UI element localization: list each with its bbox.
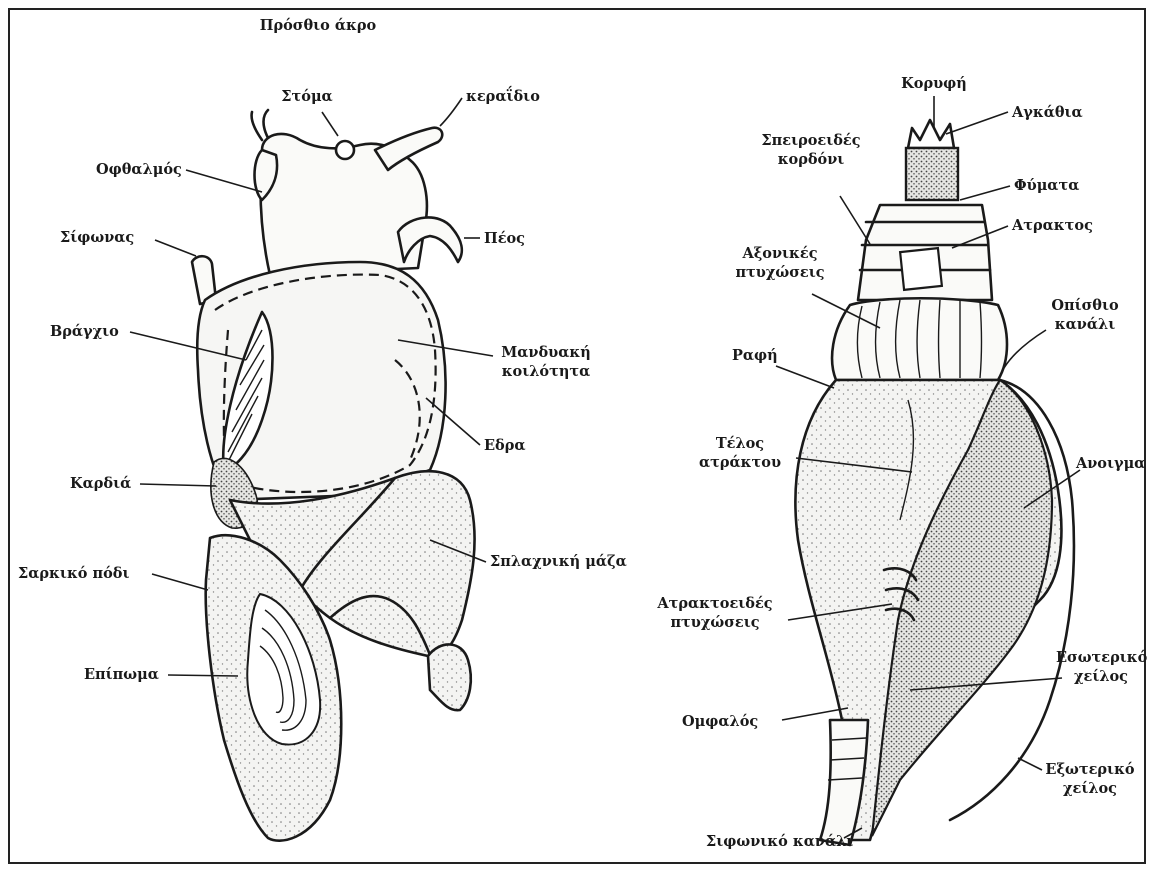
- label-umbilicus: Ομφαλός: [682, 712, 758, 731]
- label-gill: Βράγχιο: [50, 322, 119, 341]
- label-outer-lip: Εξωτερικό χείλος: [1042, 760, 1138, 798]
- label-spiral-cord: Σπειροειδές κορδόνι: [756, 131, 866, 169]
- label-mantle-cavity-line1: Μανδυακή: [496, 343, 596, 362]
- label-seat: Εδρα: [484, 436, 526, 455]
- label-spire: Ατρακτος: [1012, 216, 1093, 235]
- label-mantle-cavity-line2: κοιλότητα: [496, 362, 596, 381]
- label-outer-lip-line2: χείλος: [1042, 779, 1138, 798]
- label-mouth: Στόμα: [262, 87, 352, 106]
- label-suture: Ραφή: [732, 346, 778, 365]
- label-nodules: Φύματα: [1014, 176, 1079, 195]
- label-inner-lip-line1: Εσωτερικό: [1056, 648, 1146, 667]
- label-spindle-folds-line2: πτυχώσεις: [650, 613, 780, 632]
- label-siphonal-canal: Σιφωνικό κανάλι: [706, 832, 853, 851]
- label-spines: Αγκάθια: [1012, 103, 1083, 122]
- label-posterior-canal-line1: Οπίσθιο: [1040, 296, 1130, 315]
- label-inner-lip-line2: χείλος: [1056, 667, 1146, 686]
- label-apex: Κορυφή: [894, 74, 974, 93]
- label-spindle-folds: Ατρακτοειδές πτυχώσεις: [650, 594, 780, 632]
- label-axial-folds-line1: Αξονικές: [730, 244, 830, 263]
- label-penis: Πέος: [484, 229, 525, 248]
- label-posterior-canal-line2: κανάλι: [1040, 315, 1130, 334]
- label-visceral-mass: Σπλαχνική μάζα: [490, 552, 627, 571]
- label-operculum: Επίπωμα: [84, 665, 159, 684]
- label-fleshy-foot: Σαρκικό πόδι: [18, 564, 130, 583]
- label-eye: Οφθαλμός: [96, 160, 182, 179]
- label-posterior-canal: Οπίσθιο κανάλι: [1040, 296, 1130, 334]
- snail-penis: [398, 217, 462, 262]
- label-spire-end-line1: Τέλος: [690, 434, 790, 453]
- label-siphon: Σίφωνας: [60, 228, 134, 247]
- label-spindle-folds-line1: Ατρακτοειδές: [650, 594, 780, 613]
- label-axial-folds: Αξονικές πτυχώσεις: [730, 244, 830, 282]
- snail-spire-tip: [428, 644, 471, 710]
- label-axial-folds-line2: πτυχώσεις: [730, 263, 830, 282]
- label-anterior-end: Πρόσθιο άκρο: [228, 16, 408, 35]
- shell-nodules: [906, 148, 958, 200]
- snail-drawing: [192, 110, 475, 841]
- label-heart: Καρδιά: [70, 474, 131, 493]
- label-aperture: Ανοιγμα: [1076, 454, 1145, 473]
- label-mantle-cavity: Μανδυακή κοιλότητα: [496, 343, 596, 381]
- snail-mouth: [336, 141, 354, 159]
- label-spire-end: Τέλος ατράκτου: [690, 434, 790, 472]
- label-outer-lip-line1: Εξωτερικό: [1042, 760, 1138, 779]
- snail-tentacle-left: [252, 110, 268, 140]
- label-spiral-cord-line2: κορδόνι: [756, 150, 866, 169]
- label-inner-lip: Εσωτερικό χείλος: [1056, 648, 1146, 686]
- label-spiral-cord-line1: Σπειροειδές: [756, 131, 866, 150]
- label-tentacle: κεραΐδιο: [466, 87, 540, 106]
- label-spire-end-line2: ατράκτου: [690, 453, 790, 472]
